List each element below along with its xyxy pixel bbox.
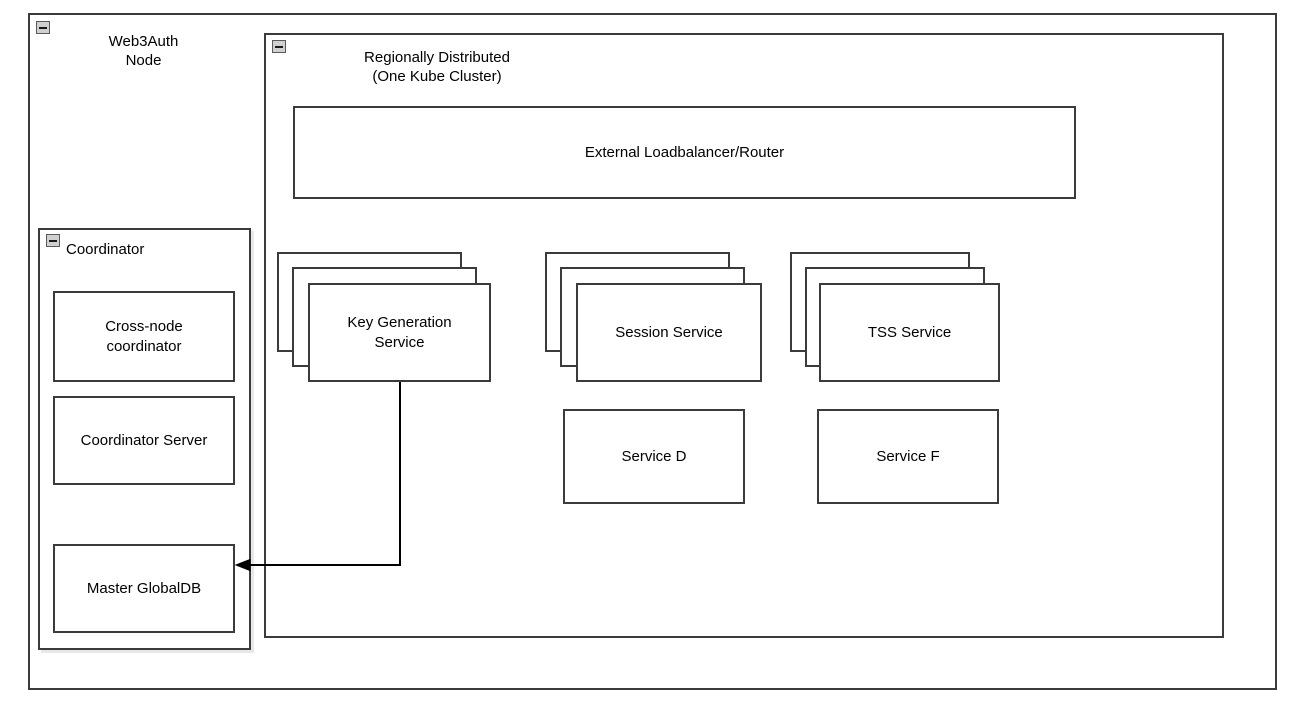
stack-session-service[interactable]: Session Service — [545, 252, 763, 382]
external-loadbalancer-label: External Loadbalancer/Router — [584, 143, 785, 161]
coordinator-server-box[interactable]: Coordinator Server — [53, 396, 235, 485]
cross-node-coordinator-label: Cross-node coordinator — [105, 317, 183, 355]
stack-layer-front[interactable]: Session Service — [576, 283, 762, 382]
master-globaldb-box[interactable]: Master GlobalDB — [53, 544, 235, 633]
coordinator-server-label: Coordinator Server — [80, 431, 208, 449]
stack-layer-front[interactable]: Key Generation Service — [308, 283, 491, 382]
stack-layer-front[interactable]: TSS Service — [819, 283, 1000, 382]
service-d-label: Service D — [621, 447, 687, 465]
container-web3auth-node-caption: Web3Auth Node — [108, 33, 179, 69]
stack-front-label: Key Generation Service — [347, 313, 452, 351]
container-coordinator-caption: Coordinator — [66, 241, 145, 258]
collapse-minus-icon-web3auth-node[interactable] — [36, 21, 50, 34]
stack-tss-service[interactable]: TSS Service — [790, 252, 1000, 382]
collapse-minus-icon-coordinator[interactable] — [46, 234, 60, 247]
cross-node-coordinator-box[interactable]: Cross-node coordinator — [53, 291, 235, 382]
stack-key-generation-service[interactable]: Key Generation Service — [277, 252, 492, 382]
container-kube-cluster-caption: Regionally Distributed (One Kube Cluster… — [364, 49, 510, 85]
external-loadbalancer-box[interactable]: External Loadbalancer/Router — [293, 106, 1076, 199]
service-f-label: Service F — [876, 447, 940, 465]
stack-front-label: Session Service — [615, 323, 723, 341]
service-f-box[interactable]: Service F — [817, 409, 999, 504]
collapse-minus-icon-kube-cluster[interactable] — [272, 40, 286, 53]
stack-front-label: TSS Service — [867, 323, 952, 341]
master-globaldb-label: Master GlobalDB — [86, 579, 202, 597]
service-d-box[interactable]: Service D — [563, 409, 745, 504]
